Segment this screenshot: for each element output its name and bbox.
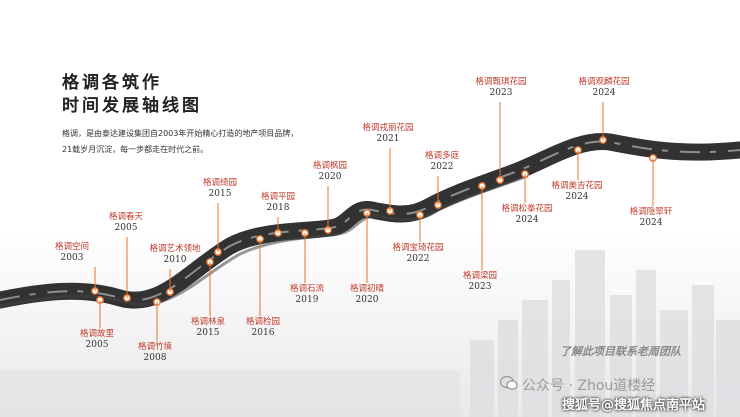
page-title-line2: 时间发展轴线图: [62, 96, 202, 116]
milestone-year: 2024: [515, 214, 539, 225]
watermark-text: 公众号 · Zhou道楼经: [522, 378, 656, 394]
description-line1: 格调，是由泰达建设集团自2003年开始精心打造的地产项目品牌，: [62, 129, 299, 138]
milestone-name: 格调故里: [79, 329, 115, 339]
milestone-year: 2010: [163, 254, 187, 265]
milestone-name: 格调观麟花园: [578, 77, 630, 87]
milestone-name: 格调艺术领地: [149, 244, 201, 254]
milestone-name: 格调枫园: [312, 161, 348, 171]
milestone-name: 格调林泉: [190, 317, 226, 327]
milestone-name: 格调春天: [108, 212, 144, 222]
milestone-year: 2008: [143, 352, 167, 363]
milestone-name: 格调绮园: [202, 178, 238, 188]
milestone-year: 2020: [318, 171, 342, 182]
milestone-year: 2019: [295, 294, 319, 305]
milestone-year: 2003: [60, 252, 84, 263]
milestone-year: 2018: [266, 202, 290, 213]
milestone-year: 2022: [430, 161, 454, 172]
milestone-name: 格调检园: [245, 317, 281, 327]
milestone-name: 格调多庭: [424, 151, 460, 161]
milestone-leader-lines: [94, 102, 654, 341]
sohu-watermark-text: 搜狐号@搜狐焦点南平站: [562, 398, 706, 413]
milestone-name: 格调梁园: [462, 271, 498, 281]
description-line2: 21载岁月沉淀，每一步都走在时代之前。: [62, 145, 209, 154]
milestone-name: 格调竹境: [137, 342, 173, 352]
milestone-name: 格调石流: [289, 284, 325, 294]
milestone-year: 2023: [489, 87, 513, 98]
milestone-name: 格调戎丽花园: [362, 123, 414, 133]
milestone-year: 2024: [592, 87, 616, 98]
milestone-name: 格调空间: [54, 242, 90, 252]
page-title-line1: 格调各筑作: [62, 73, 162, 93]
milestone-name: 格调甄琪花园: [475, 77, 527, 87]
milestone-name: 格调宝琦花园: [392, 243, 444, 253]
contact-cta-text: 了解此项目联系老周团队: [560, 345, 681, 358]
milestone-year: 2015: [208, 188, 232, 199]
milestone-year: 2024: [639, 217, 663, 228]
milestone-name: 格调初晴: [349, 284, 385, 294]
milestone-name: 格调隐翠轩: [629, 207, 673, 217]
milestone-year: 2024: [565, 191, 589, 202]
milestone-year: 2016: [251, 327, 275, 338]
wechat-icon: [500, 375, 518, 390]
milestone-name: 格调美吉花园: [551, 181, 603, 191]
milestone-year: 2005: [114, 222, 138, 233]
milestone-year: 2015: [196, 327, 220, 338]
milestone-year: 2023: [468, 281, 492, 292]
milestone-year: 2022: [406, 253, 430, 264]
milestone-year: 2021: [376, 133, 400, 144]
milestone-year: 2020: [355, 294, 379, 305]
milestone-name: 格调松拳花园: [501, 204, 553, 214]
milestone-name: 格调平园: [260, 192, 296, 202]
milestone-year: 2005: [85, 339, 109, 350]
